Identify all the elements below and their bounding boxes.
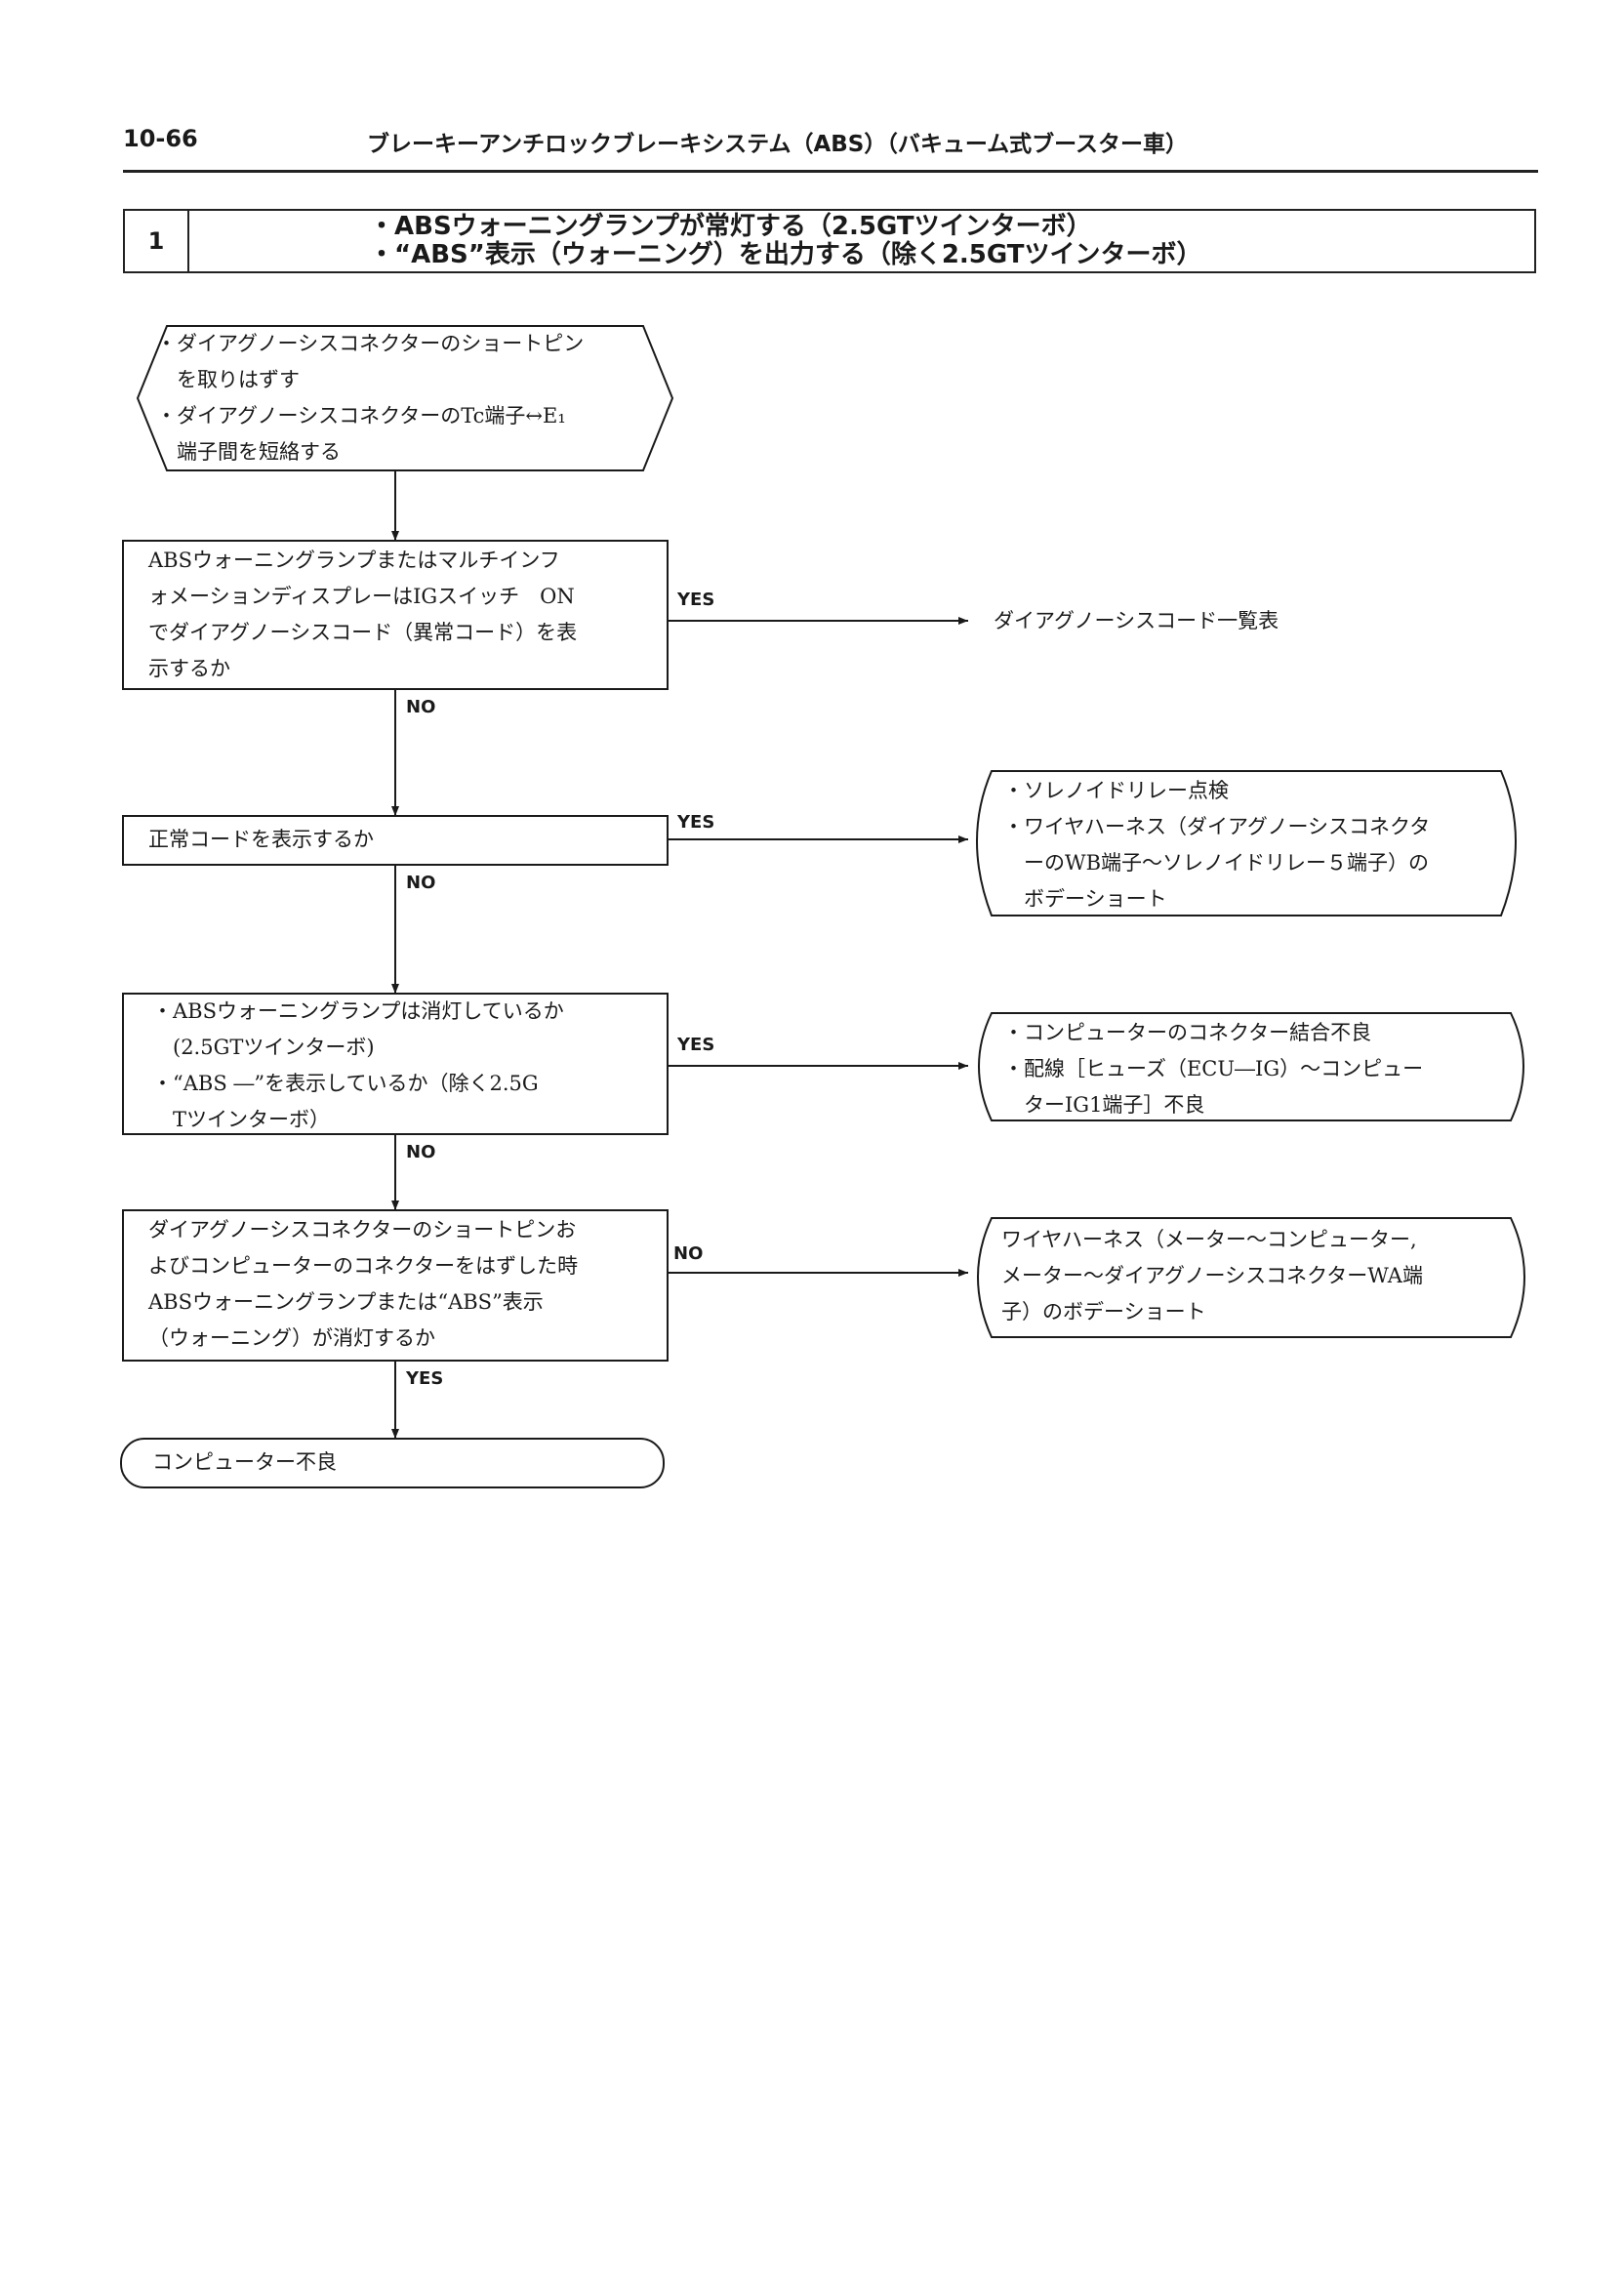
section-number: 1: [125, 211, 189, 271]
r4-result-shape: [977, 1217, 1525, 1338]
page-title: ブレーキーアンチロックブレーキシステム（ABS）（バキューム式ブースター車）: [367, 132, 1189, 157]
edge-label-q4-yes: YES: [406, 1368, 444, 1389]
start-node-shape: [136, 325, 674, 471]
start-node-text: ・ダイアグノーシスコネクターのショートピン を取りはずす ・ダイアグノーシスコネ…: [156, 332, 585, 464]
section-title-line-2: ・“ABS”表示（ウォーニング）を出力する（除く2.5GTツインターボ）: [369, 240, 1202, 269]
q2-decision-text: 正常コードを表示するか: [148, 828, 374, 851]
section-title-line-1: ・ABSウォーニングランプが常灯する（2.5GTツインターボ）: [369, 212, 1092, 241]
page-header: 10-66 ブレーキーアンチロックブレーキシステム（ABS）（バキューム式ブース…: [123, 125, 1538, 168]
q3-decision-text: ・ABSウォーニングランプは消灯しているか (2.5GTツインターボ) ・“AB…: [152, 999, 564, 1131]
r4-result-text: ワイヤハーネス（メーター～コンピューター, メーター～ダイアグノーシスコネクター…: [1001, 1228, 1423, 1323]
r2-result-shape: [976, 770, 1517, 916]
header-rule: [123, 170, 1538, 173]
section-heading-box: 1 ・ABSウォーニングランプが常灯する（2.5GTツインターボ） ・“ABS”…: [123, 209, 1536, 273]
r3-result-shape: [978, 1012, 1524, 1121]
edge-label-q2-no: NO: [406, 873, 436, 893]
end-node-shape: [120, 1438, 665, 1488]
edge-label-q3-yes: YES: [677, 1035, 715, 1055]
section-title: ・ABSウォーニングランプが常灯する（2.5GTツインターボ） ・“ABS”表示…: [369, 213, 1202, 269]
page-number: 10-66: [123, 125, 198, 152]
edge-label-q3-no: NO: [406, 1142, 436, 1162]
edge-label-q2-yes: YES: [677, 812, 715, 833]
r2-result-text: ・ソレノイドリレー点検 ・ワイヤハーネス（ダイアグノーシスコネクタ ーのWB端子…: [1003, 779, 1431, 911]
r1-result-text: ダイアグノーシスコード一覧表: [994, 609, 1279, 632]
end-node-text: コンピューター不良: [152, 1450, 337, 1474]
edge-label-q1-yes: YES: [677, 590, 715, 610]
q4-decision-text: ダイアグノーシスコネクターのショートピンお よびコンピューターのコネクターをはず…: [148, 1218, 579, 1350]
q1-decision-text: ABSウォーニングランプまたはマルチインフ ォメーションディスプレーはIGスイッ…: [148, 549, 578, 680]
edge-label-q4-no: NO: [673, 1243, 704, 1264]
edge-label-q1-no: NO: [406, 697, 436, 717]
r3-result-text: ・コンピューターのコネクター結合不良 ・配線［ヒューズ（ECU―IG）～コンピュ…: [1003, 1021, 1424, 1117]
